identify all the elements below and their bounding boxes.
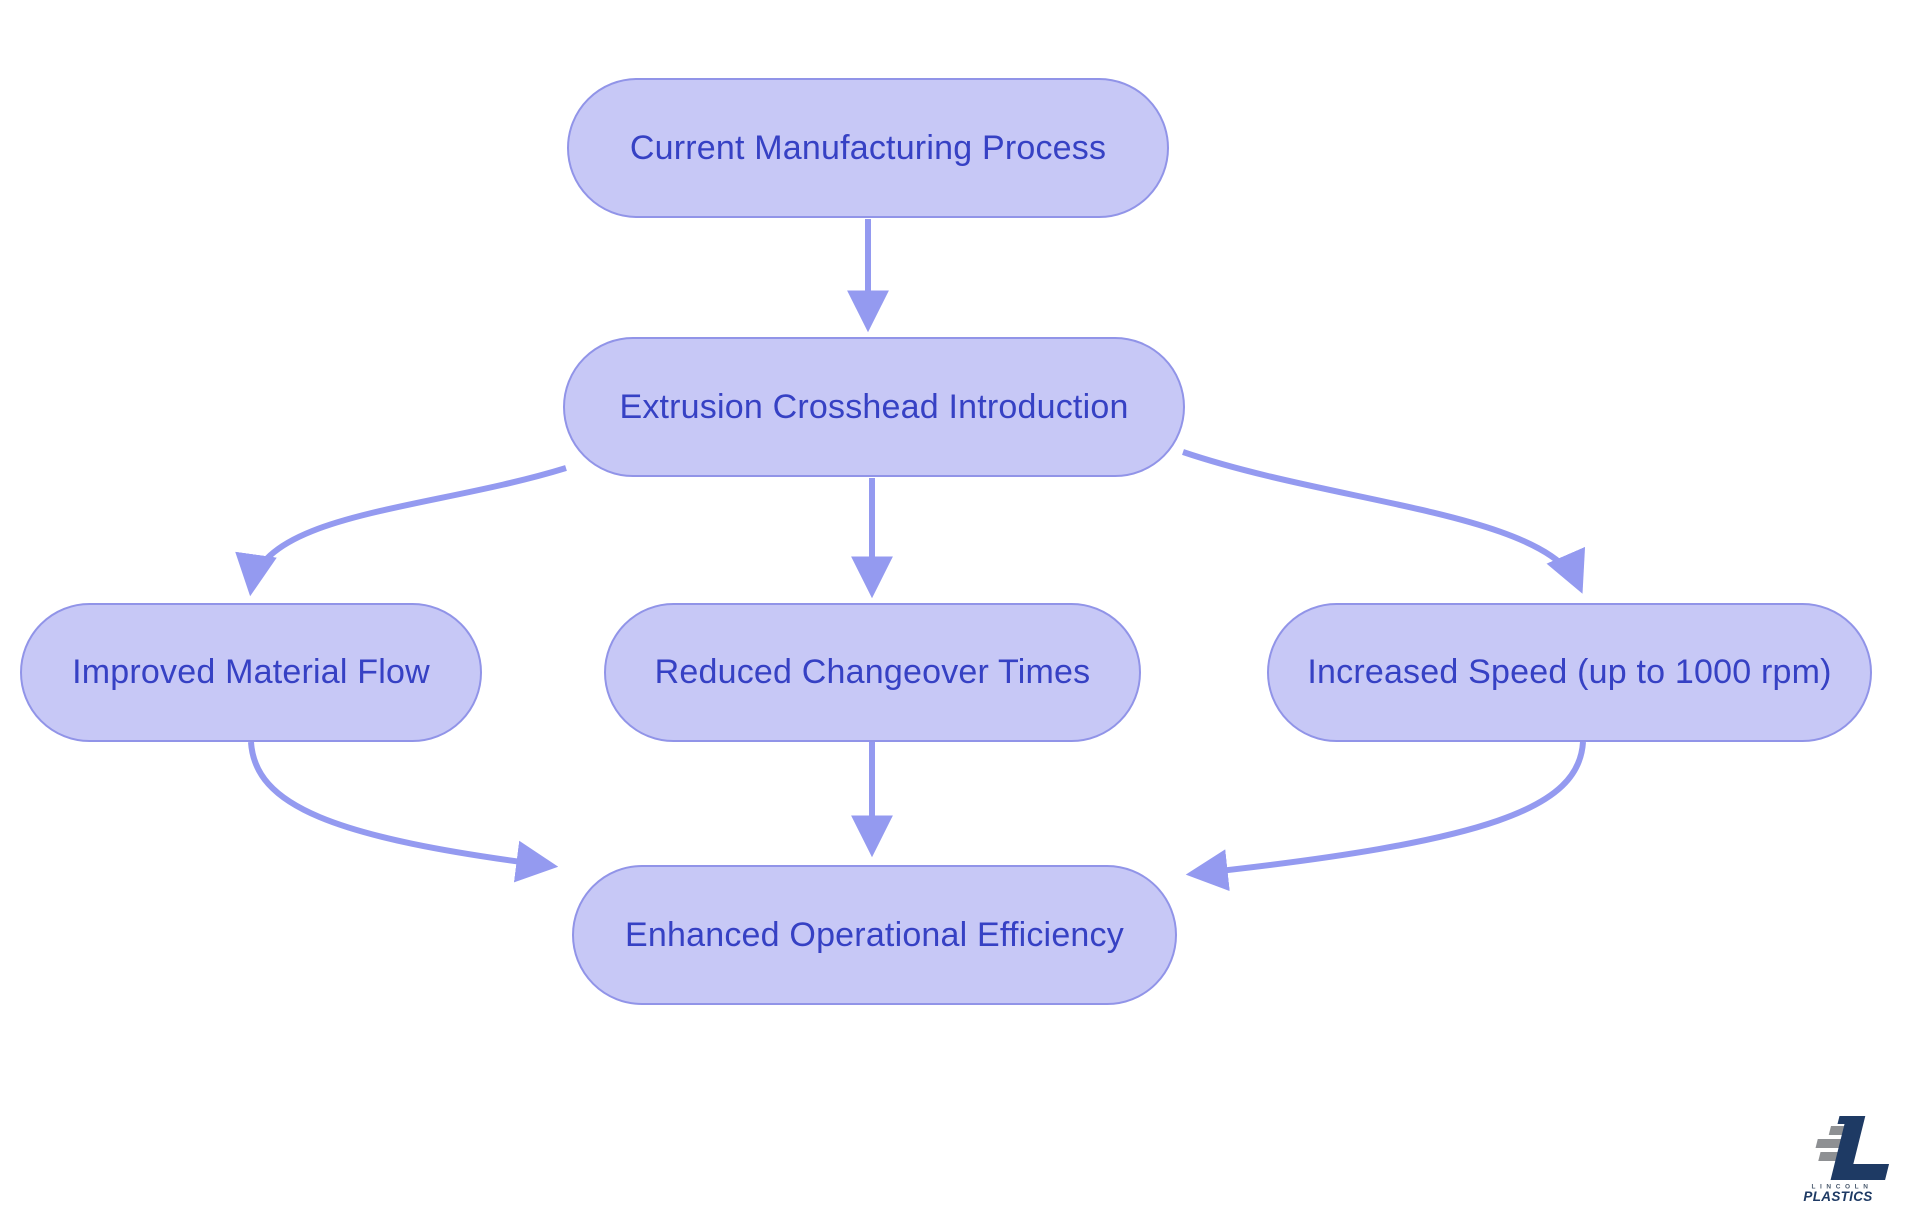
- node-label: Current Manufacturing Process: [629, 128, 1107, 167]
- node-label: Enhanced Operational Efficiency: [625, 915, 1124, 954]
- logo-lincoln-text: LINCOLN: [1811, 1184, 1872, 1191]
- edge-improved-material-flow--enhanced-operational-efficiency: [248, 741, 559, 883]
- logo-l-icon: [1815, 1116, 1890, 1180]
- edge-increased-speed--enhanced-operational-efficiency: [1185, 741, 1586, 892]
- node-increased-speed: Increased Speed (up to 1000 rpm): [1267, 603, 1872, 742]
- node-label: Reduced Changeover Times: [654, 653, 1091, 691]
- node-label: Extrusion Crosshead Introduction: [619, 387, 1129, 426]
- node-reduced-changeover-times: Reduced Changeover Times: [604, 603, 1141, 742]
- edge-extrusion-crosshead-introduction--increased-speed: [1182, 449, 1585, 594]
- logo-plastics-text: PLASTICS: [1803, 1189, 1872, 1204]
- node-label: Improved Material Flow: [72, 653, 430, 691]
- node-extrusion-crosshead-introduction: Extrusion Crosshead Introduction: [563, 337, 1185, 477]
- edge-extrusion-crosshead-introduction--improved-material-flow: [235, 465, 567, 597]
- node-current-manufacturing-process: Current Manufacturing Process: [567, 78, 1169, 218]
- node-label: Increased Speed (up to 1000 rpm): [1307, 653, 1832, 691]
- node-improved-material-flow: Improved Material Flow: [20, 603, 482, 742]
- lincoln-plastics-logo: LINCOLN PLASTICS: [1786, 1114, 1890, 1206]
- node-enhanced-operational-efficiency: Enhanced Operational Efficiency: [572, 865, 1177, 1005]
